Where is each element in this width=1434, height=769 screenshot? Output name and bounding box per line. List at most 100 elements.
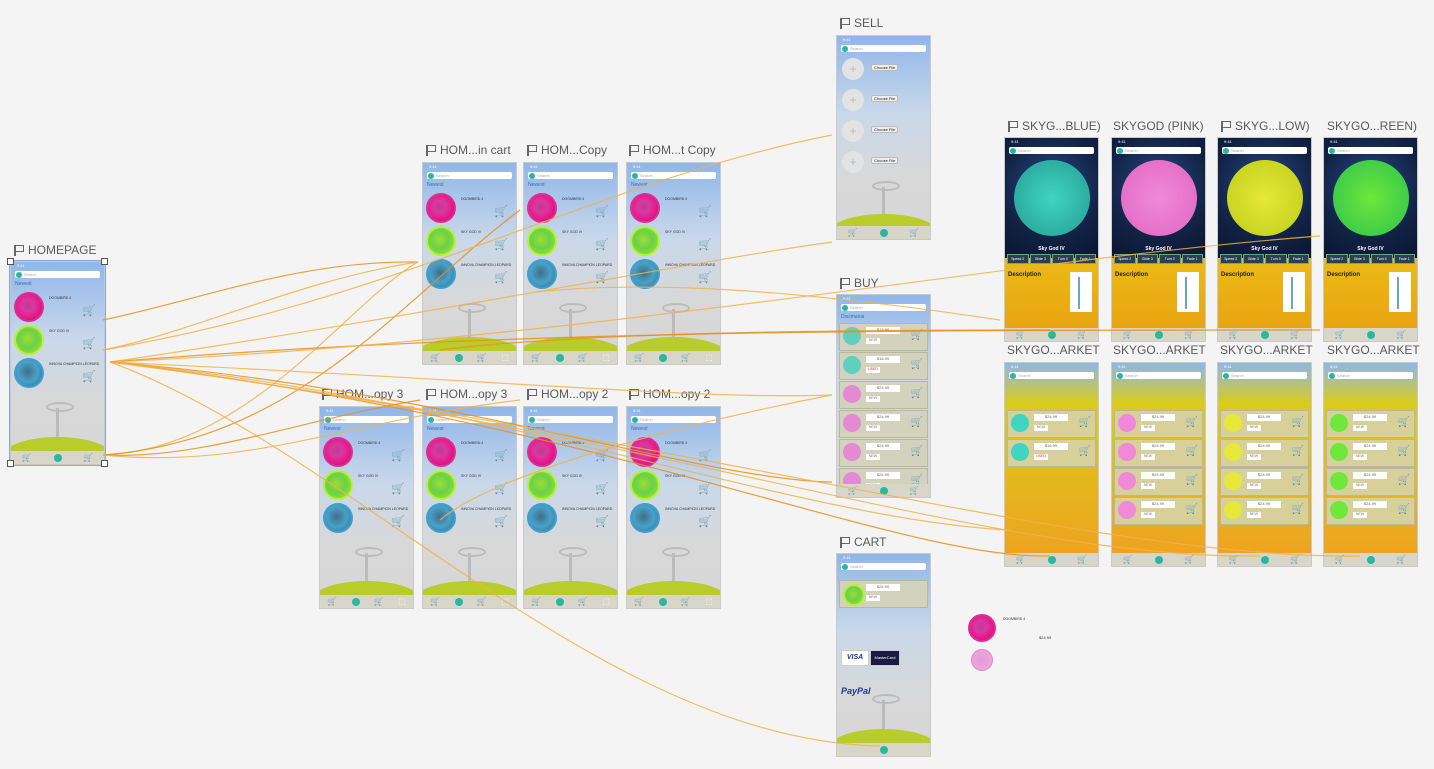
cart-tab-icon[interactable]: 🛒: [847, 486, 858, 495]
artboard-title-homepage[interactable]: HOMEPAGE: [14, 243, 96, 257]
artboard-title-sell[interactable]: SELL: [840, 16, 883, 30]
cart-icon[interactable]: 🛒: [82, 338, 96, 350]
cart-tab-icon[interactable]: 🛒: [1122, 555, 1133, 564]
artboard-title-hom-opy3-b[interactable]: HOM...opy 3: [426, 387, 507, 401]
search-input[interactable]: Search: [631, 172, 716, 179]
list-item[interactable]: INNOVA CHAMPION LEOPARD🛒: [425, 501, 514, 534]
cart-icon[interactable]: 🛒: [595, 516, 609, 528]
cart-icon[interactable]: 🛒: [698, 516, 712, 528]
choose-file-button[interactable]: Choose File: [871, 95, 899, 102]
artboard-title-sky-market-4[interactable]: SKYGO...ARKET: [1327, 343, 1420, 357]
cart-tab-icon[interactable]: 🛒: [1290, 330, 1301, 339]
search-input[interactable]: Search: [1222, 372, 1307, 379]
cart-tab-icon[interactable]: 🛒: [847, 228, 858, 237]
home-tab-icon[interactable]: [879, 228, 888, 237]
cart-icon[interactable]: 🛒: [910, 388, 923, 399]
cart-tab-icon[interactable]: 🛒: [577, 597, 588, 606]
artboard-cart[interactable]: 9:41 Search $24.99 NEW VISA MasterCard P…: [836, 553, 931, 757]
list-item[interactable]: DOOMBIRD 4🛒: [526, 191, 615, 224]
cart-tab-icon[interactable]: 🛒: [680, 597, 691, 606]
cart-tab-icon[interactable]: 🛒: [1228, 555, 1239, 564]
artboard-title-sky-pink[interactable]: SKYGOD (PINK): [1113, 119, 1204, 133]
cart-tab-icon[interactable]: 🛒: [476, 353, 487, 362]
add-photo-icon[interactable]: +: [842, 89, 864, 111]
loose-disc-name[interactable]: DOOMBIRD 4: [1003, 617, 1026, 621]
cart-tab-icon[interactable]: 🛒: [373, 597, 384, 606]
list-item[interactable]: INNOVA CHAMPION LEOPARD🛒: [526, 257, 615, 290]
cart-icon[interactable]: 🛒: [391, 450, 405, 462]
cart-icon[interactable]: 🛒: [1185, 446, 1198, 457]
cart-tab-icon[interactable]: 🛒: [531, 597, 542, 606]
cart-icon[interactable]: 🛒: [1185, 417, 1198, 428]
list-item[interactable]: SKY GOD IV🛒: [629, 224, 718, 257]
cart-tab-icon[interactable]: 🛒: [1077, 330, 1088, 339]
cart-icon[interactable]: 🛒: [1291, 475, 1304, 486]
artboard-homepage[interactable]: 9:41 Search Newest DOOMBIRD 4🛒 SKY GOD I…: [9, 260, 106, 466]
cart-tab-icon[interactable]: 🛒: [1396, 330, 1407, 339]
home-tab-icon[interactable]: [1366, 330, 1375, 339]
home-tab-icon[interactable]: [1260, 555, 1269, 564]
cart-icon[interactable]: 🛒: [595, 483, 609, 495]
home-tab-icon[interactable]: [1047, 555, 1056, 564]
artboard-sell[interactable]: 9:41 Search +Choose File +Choose File +C…: [836, 35, 931, 240]
list-item[interactable]: INNOVA CHAMPION LEOPARD🛒: [322, 501, 411, 534]
list-item[interactable]: SKY GOD IV🛒: [13, 323, 102, 356]
artboard-title-hom-opy2-b[interactable]: HOM...opy 2: [629, 387, 710, 401]
cart-icon[interactable]: 🛒: [698, 239, 712, 251]
search-input[interactable]: Search: [15, 271, 100, 278]
share-tab-icon[interactable]: ⬚: [705, 353, 713, 362]
cart-tab-icon[interactable]: 🛒: [634, 353, 645, 362]
search-input[interactable]: Search: [1328, 372, 1413, 379]
loose-disc-image-small[interactable]: [971, 649, 993, 671]
artboard-hom-t-copy[interactable]: 9:41 Search Newest DOOMBIRD 4🛒SKY GOD IV…: [626, 162, 721, 365]
cart-tab-icon[interactable]: 🛒: [1184, 555, 1195, 564]
list-item[interactable]: DOOMBIRD 4🛒: [425, 191, 514, 224]
cart-icon[interactable]: 🛒: [1291, 446, 1304, 457]
home-tab-icon[interactable]: [1154, 330, 1163, 339]
search-input[interactable]: Search: [1116, 372, 1201, 379]
share-tab-icon[interactable]: ⬚: [501, 353, 509, 362]
search-input[interactable]: Search: [1222, 147, 1307, 154]
home-tab-icon[interactable]: [1260, 330, 1269, 339]
cart-icon[interactable]: 🛒: [698, 483, 712, 495]
list-item[interactable]: DOOMBIRD 4🛒: [13, 290, 102, 323]
search-input[interactable]: Search: [427, 172, 512, 179]
cart-icon[interactable]: 🛒: [1397, 417, 1410, 428]
cart-tab-icon[interactable]: 🛒: [680, 353, 691, 362]
cart-icon[interactable]: 🛒: [82, 371, 96, 383]
share-tab-icon[interactable]: ⬚: [602, 597, 610, 606]
visa-button[interactable]: VISA: [841, 650, 869, 666]
add-photo-icon[interactable]: +: [842, 120, 864, 142]
search-input[interactable]: Search: [1328, 147, 1413, 154]
cart-icon[interactable]: 🛒: [1291, 417, 1304, 428]
cart-icon[interactable]: 🛒: [910, 330, 923, 341]
cart-tab-icon[interactable]: 🛒: [430, 597, 441, 606]
home-tab-icon[interactable]: [1154, 555, 1163, 564]
artboard-hom-in-cart[interactable]: 9:41 Search Newest DOOMBIRD 4🛒SKY GOD IV…: [422, 162, 517, 365]
choose-file-button[interactable]: Choose File: [871, 157, 899, 164]
cart-icon[interactable]: 🛒: [910, 417, 923, 428]
choose-file-button[interactable]: Choose File: [871, 64, 899, 71]
list-item[interactable]: INNOVA CHAMPION LEOPARD🛒: [13, 356, 102, 389]
home-tab-icon[interactable]: [879, 745, 888, 754]
home-tab-icon[interactable]: [351, 597, 360, 606]
resize-handle[interactable]: [7, 258, 14, 265]
home-tab-icon[interactable]: [879, 486, 888, 495]
cart-tab-icon[interactable]: 🛒: [476, 597, 487, 606]
cart-tab-icon[interactable]: 🛒: [327, 597, 338, 606]
cart-tab-icon[interactable]: 🛒: [1015, 555, 1026, 564]
